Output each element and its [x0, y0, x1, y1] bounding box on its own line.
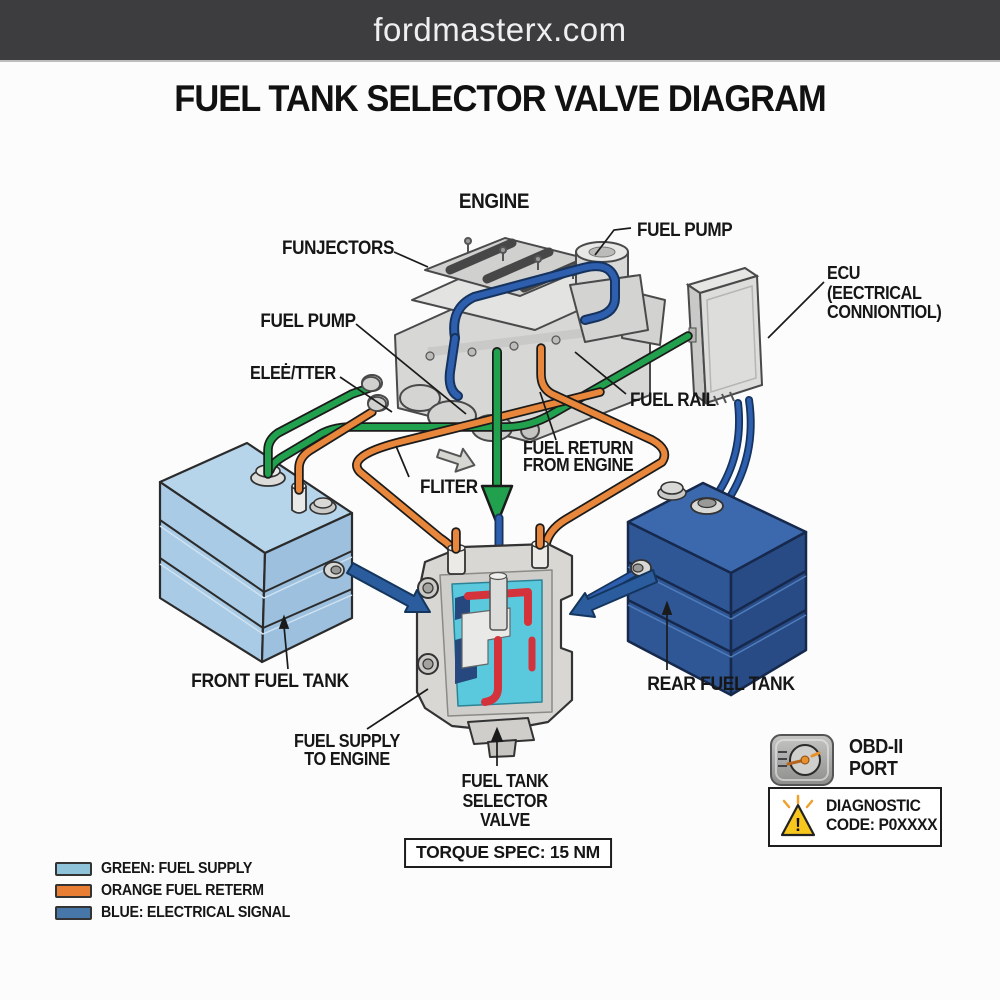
label-front-tank: FRONT FUEL TANK	[191, 670, 349, 692]
flow-direction-arrow	[436, 447, 476, 473]
rear-fuel-tank-illustration	[626, 396, 808, 697]
label-ecu: ECU (EECTRICAL CONNIONTIOL)	[827, 263, 942, 322]
legend-item-electrical: BLUE: ELECTRICAL SIGNAL	[55, 902, 307, 924]
label-injectors: FUNJECTORS	[281, 238, 395, 259]
legend-swatch-green	[55, 862, 92, 876]
legend: GREEN: FUEL SUPPLY ORANGE FUEL RETERM BL…	[55, 858, 307, 924]
page-title: FUEL TANK SELECTOR VALVE DIAGRAM	[174, 78, 826, 119]
label-fuel-pump-top: FUEL PUMP	[637, 220, 733, 241]
fuel-rail-illustration	[444, 261, 620, 401]
label-obd-port: OBD-II PORT	[849, 736, 903, 780]
tank-to-valve-arrows	[346, 562, 658, 618]
engine-illustration	[361, 237, 666, 443]
label-filter-left: ELEĖ/TTER	[250, 363, 336, 383]
legend-swatch-orange	[55, 884, 92, 898]
label-engine: ENGINE	[458, 190, 530, 213]
front-fuel-tank-illustration	[158, 441, 354, 664]
site-name: fordmasterx.com	[373, 11, 627, 48]
label-fuel-supply: FUEL SUPPLY TO ENGINE	[294, 731, 400, 769]
label-selector-valve: FUEL TANK SELECTOR VALVE	[461, 771, 549, 830]
legend-item-fuel-supply: GREEN: FUEL SUPPLY	[55, 858, 307, 880]
diagnostic-code-box: ! DIAGNOSTIC CODE: P0XXXX	[768, 787, 942, 847]
label-fuel-pump-left: FUEL PUMP	[260, 311, 356, 332]
fuel-pump-illustration	[569, 241, 666, 346]
front-tank-arrow	[346, 562, 431, 613]
rear-tank-arrow	[569, 569, 658, 618]
selector-valve-illustration	[415, 523, 574, 758]
leader-lines	[278, 227, 825, 766]
ecu-illustration	[685, 266, 764, 406]
obd-port-icon	[770, 734, 834, 786]
label-filter: FLITER	[420, 477, 478, 498]
label-fuel-rail: FUEL RAIL	[630, 390, 716, 411]
diagnostic-code-text: DIAGNOSTIC CODE: P0XXXX	[826, 796, 938, 834]
torque-spec-box: TORQUE SPEC: 15 NM	[404, 838, 612, 868]
warning-icon: !	[780, 794, 816, 837]
legend-item-fuel-return: ORANGE FUEL RETERM	[55, 880, 307, 902]
label-fuel-return: FUEL RETURN FROM ENGINE	[523, 438, 634, 475]
svg-text:!: !	[795, 815, 801, 835]
legend-swatch-blue	[55, 906, 92, 920]
site-header: fordmasterx.com	[0, 0, 1000, 62]
label-rear-tank: REAR FUEL TANK	[647, 673, 795, 695]
